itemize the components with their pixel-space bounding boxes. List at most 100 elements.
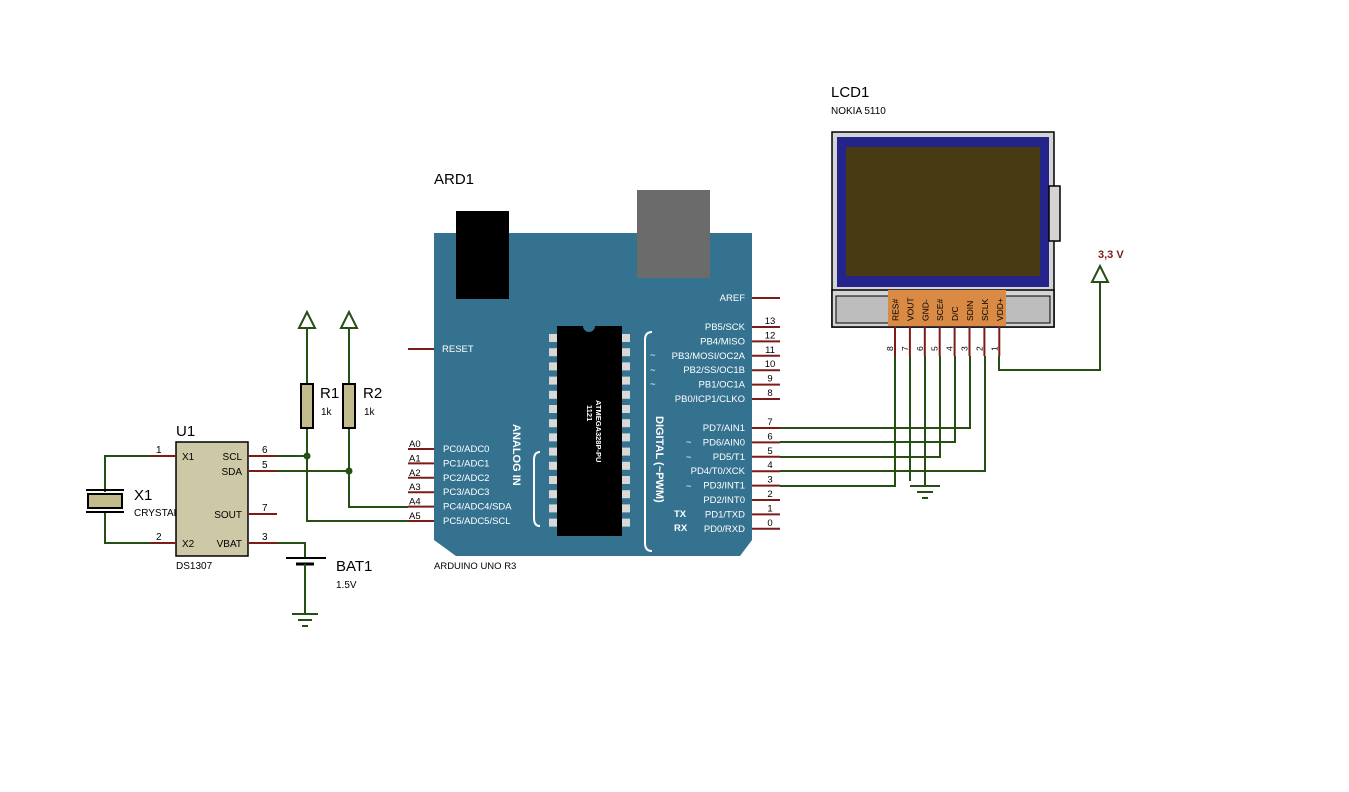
- power-arrow-3v3: [1090, 263, 1110, 283]
- portd-pin-number: 0: [767, 518, 772, 529]
- portb-pin-number: 9: [767, 374, 772, 385]
- lcd-pin-name: RES#: [891, 299, 901, 321]
- power-label: 3,3 V: [1098, 249, 1124, 261]
- analog-pin-number: A5: [409, 511, 421, 522]
- pwm-tilde: ~: [650, 365, 656, 376]
- analog-bracket: [533, 451, 541, 527]
- rx-label: RX: [674, 523, 688, 534]
- portd-pin-number: 6: [767, 431, 772, 442]
- portd-pin-number: 7: [767, 417, 772, 428]
- portd-pin-name: PD2/INT0: [703, 495, 745, 506]
- chip-pin-left: [549, 447, 557, 456]
- resistor-r2: [342, 383, 356, 429]
- portb-pin-number: 8: [767, 388, 772, 399]
- tx-label: TX: [674, 509, 687, 520]
- power-jack: [456, 211, 509, 299]
- chip-pin-left: [549, 433, 557, 442]
- pwm-tilde: ~: [650, 350, 656, 361]
- lcd-part: NOKIA 5110: [831, 106, 886, 117]
- wires: [104, 282, 1101, 614]
- resistor-r1: [300, 383, 314, 429]
- lcd-header: [888, 290, 1006, 326]
- battery-value: 1.5V: [336, 580, 357, 591]
- u1-num-x2: 2: [156, 532, 162, 543]
- mcu-chip-pins: [549, 334, 630, 527]
- chip-pin-right: [622, 518, 630, 527]
- portb-pin-name: PB2/SS/OC1B: [683, 365, 745, 376]
- chip-pin-left: [549, 461, 557, 470]
- mcu-chip-line1: 1121: [585, 405, 594, 421]
- chip-pin-right: [622, 476, 630, 484]
- mcu-chip: [557, 326, 622, 536]
- chip-pin-left: [549, 476, 557, 484]
- u1-num-scl: 6: [262, 445, 268, 456]
- lcd-pin-number: 3: [960, 346, 970, 351]
- u1-part: DS1307: [176, 561, 213, 572]
- arduino-ref: ARD1: [434, 171, 474, 188]
- portd-pin-number: 1: [767, 503, 772, 514]
- usb-connector: [637, 190, 710, 278]
- portd-pin-name: PD0/RXD: [704, 524, 745, 535]
- analog-pin-name: PC3/ADC3: [443, 487, 489, 498]
- portb-pin-name: PB0/ICP1/CLKO: [675, 394, 745, 405]
- chip-pin-left: [549, 419, 557, 428]
- resistor-r2-value: 1k: [364, 407, 376, 418]
- junction-dot: [345, 467, 353, 475]
- battery-bat1: [286, 557, 326, 576]
- u1-num-sout: 7: [262, 503, 268, 514]
- chip-pin-left: [549, 334, 557, 342]
- portb-pin-name: PB5/SCK: [705, 322, 746, 333]
- lcd-pin-number: 8: [885, 346, 895, 351]
- portb-pin-name: PB1/OC1A: [699, 380, 746, 391]
- chip-pin-left: [549, 490, 557, 499]
- portb-pin-number: 10: [765, 359, 776, 370]
- battery-ref: BAT1: [336, 558, 372, 575]
- lcd-ref: LCD1: [831, 84, 869, 101]
- portd-pin-name: PD6/AIN0: [703, 437, 745, 448]
- chip-pin-right: [622, 433, 630, 442]
- u1-pin-sout: SOUT: [214, 510, 242, 521]
- lcd-pin-name: GND-: [920, 299, 930, 321]
- u1-ref: U1: [176, 423, 195, 440]
- pwm-tilde: ~: [686, 481, 692, 492]
- lcd-pin-name: SCE#: [935, 299, 945, 321]
- portb-pin-name: PB3/MOSI/OC2A: [672, 351, 746, 362]
- analog-pin-number: A4: [409, 497, 421, 508]
- resistor-r2-ref: R2: [363, 385, 382, 402]
- digital-bracket: [644, 331, 653, 552]
- portb-pins: 13PB5/SCK12PB4/MISO11PB3/MOSI/OC2A10PB2/…: [650, 316, 780, 405]
- lcd-pin-number: 1: [989, 346, 999, 351]
- chip-pin-right: [622, 405, 630, 413]
- lcd-pin-name: SDIN: [965, 301, 975, 321]
- crystal-part: CRYSTAL: [134, 508, 180, 519]
- u1-pin-vbat: VBAT: [217, 539, 242, 550]
- lcd-pin-name: D/C: [950, 306, 960, 321]
- portd-pin-name: PD1/TXD: [705, 509, 745, 520]
- chip-pin-right: [622, 461, 630, 470]
- chip-pin-left: [549, 518, 557, 527]
- lcd-pin-name: VDD+: [995, 298, 1005, 321]
- chip-pin-left: [549, 405, 557, 413]
- u1-pin-x2: X2: [182, 539, 195, 550]
- mcu-chip-line2: ATMEGA328P-PU: [594, 400, 603, 462]
- arduino-board: [434, 190, 752, 556]
- analog-pin-name: PC2/ADC2: [443, 473, 489, 484]
- chip-pin-right: [622, 419, 630, 428]
- u1-pin-x1: X1: [182, 452, 195, 463]
- lcd-module: [831, 131, 1061, 328]
- chip-pin-left: [549, 504, 557, 513]
- aref-label: AREF: [720, 293, 746, 304]
- u1-num-x1: 1: [156, 445, 162, 456]
- chip-pin-left: [549, 362, 557, 371]
- arduino-part: ARDUINO UNO R3: [434, 561, 516, 572]
- u1-pin-sda: SDA: [221, 467, 242, 478]
- resistor-r1-ref: R1: [320, 385, 339, 402]
- analog-pin-number: A3: [409, 482, 421, 493]
- portb-pin-number: 11: [765, 345, 775, 356]
- lcd-screen: [846, 147, 1040, 276]
- ground-symbol-lcd: [910, 485, 940, 499]
- chip-pin-left: [549, 390, 557, 399]
- lcd-pin-number: 7: [900, 346, 910, 351]
- lcd-pin-number: 4: [945, 346, 955, 351]
